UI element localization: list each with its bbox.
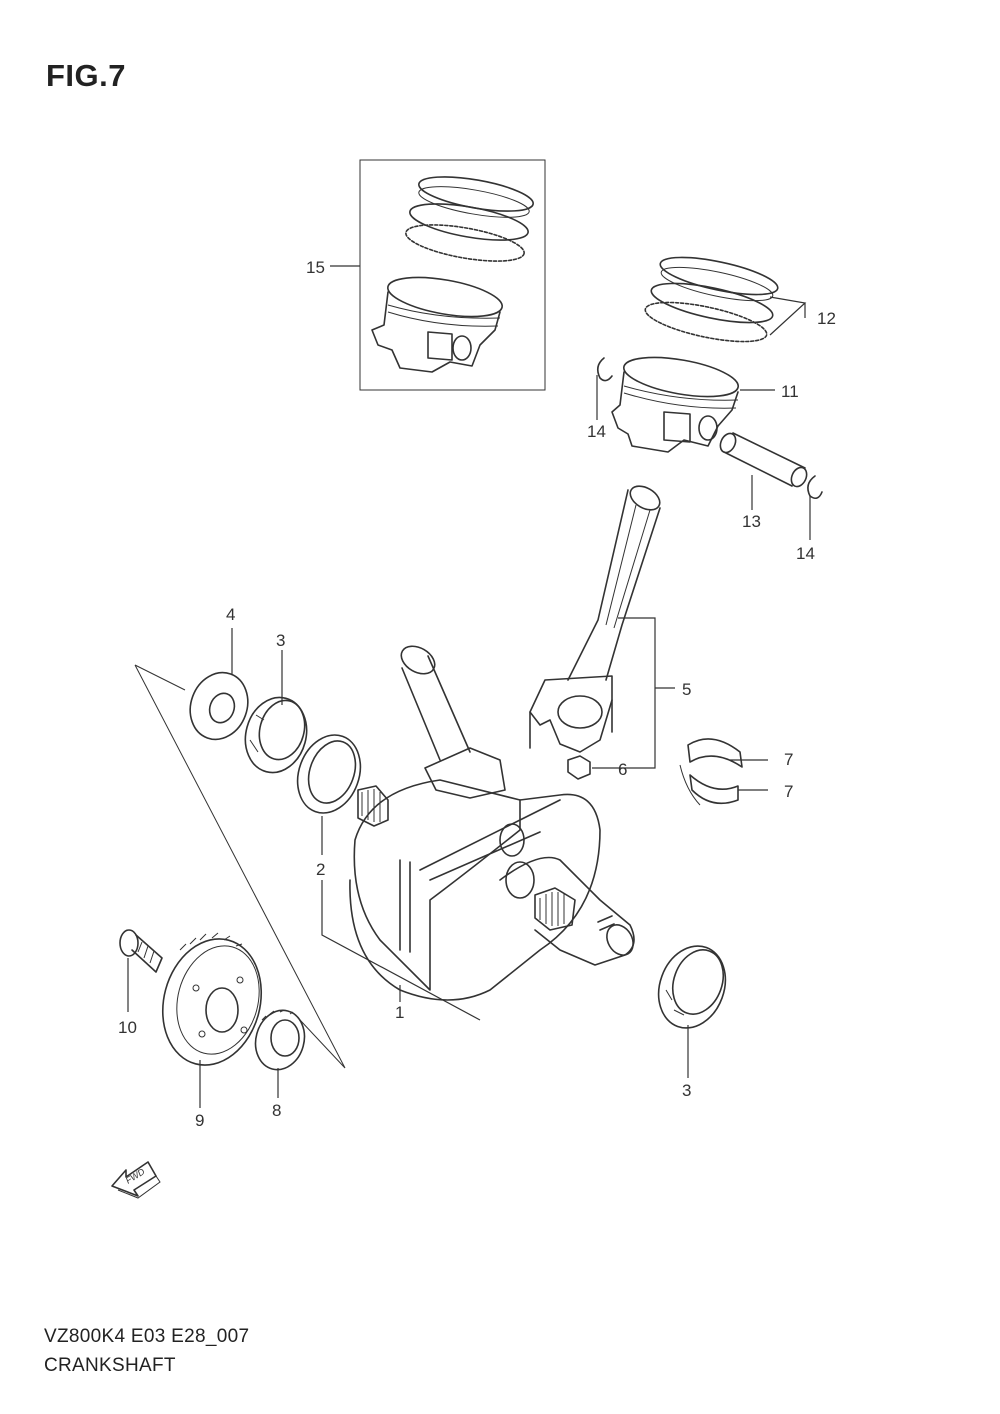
- callout-7-upper: 7: [784, 750, 793, 769]
- primary-drive-gear: [161, 932, 263, 1066]
- piston-pin: [719, 432, 808, 488]
- callout-2: 2: [316, 860, 325, 879]
- model-code: VZ800K4 E03 E28_007: [44, 1326, 250, 1347]
- section-title: CRANKSHAFT: [44, 1355, 176, 1376]
- callout-1: 1: [395, 1003, 404, 1022]
- callout-14-upper: 14: [587, 422, 606, 441]
- figure-title: FIG.7: [46, 58, 127, 93]
- crank-bearing-left: [244, 696, 308, 774]
- crankshaft: [349, 645, 635, 1001]
- callout-15: 15: [306, 258, 325, 277]
- callout-14-lower: 14: [796, 544, 815, 563]
- bolt: [119, 929, 163, 973]
- piston-rings: [644, 256, 779, 343]
- piston-pin-circlips: [596, 357, 823, 500]
- assembly-guide-line: [134, 664, 346, 1069]
- callout-4: 4: [226, 605, 235, 624]
- conrod-nut: [567, 755, 591, 780]
- leader-lines: [127, 265, 811, 1108]
- thrust-washer: [189, 671, 249, 741]
- callout-8: 8: [272, 1101, 281, 1120]
- callout-13: 13: [742, 512, 761, 531]
- callout-5: 5: [682, 680, 691, 699]
- small-drive-gear: [254, 1009, 306, 1071]
- crank-bearing-right: [657, 945, 727, 1029]
- fwd-arrow-icon: FWD: [111, 1161, 161, 1199]
- callout-3-upper: 3: [276, 631, 285, 650]
- callout-12: 12: [817, 309, 836, 328]
- conrod-bearings: [679, 738, 743, 806]
- piston: [611, 356, 739, 453]
- piston-set-box: [359, 159, 546, 391]
- callout-9: 9: [195, 1111, 204, 1130]
- connecting-rod: [529, 485, 661, 753]
- callout-10: 10: [118, 1018, 137, 1037]
- callout-7-lower: 7: [784, 782, 793, 801]
- callout-6: 6: [618, 760, 627, 779]
- callout-11: 11: [781, 382, 799, 401]
- callout-3-lower: 3: [682, 1081, 691, 1100]
- thrust-bearing: [296, 734, 362, 814]
